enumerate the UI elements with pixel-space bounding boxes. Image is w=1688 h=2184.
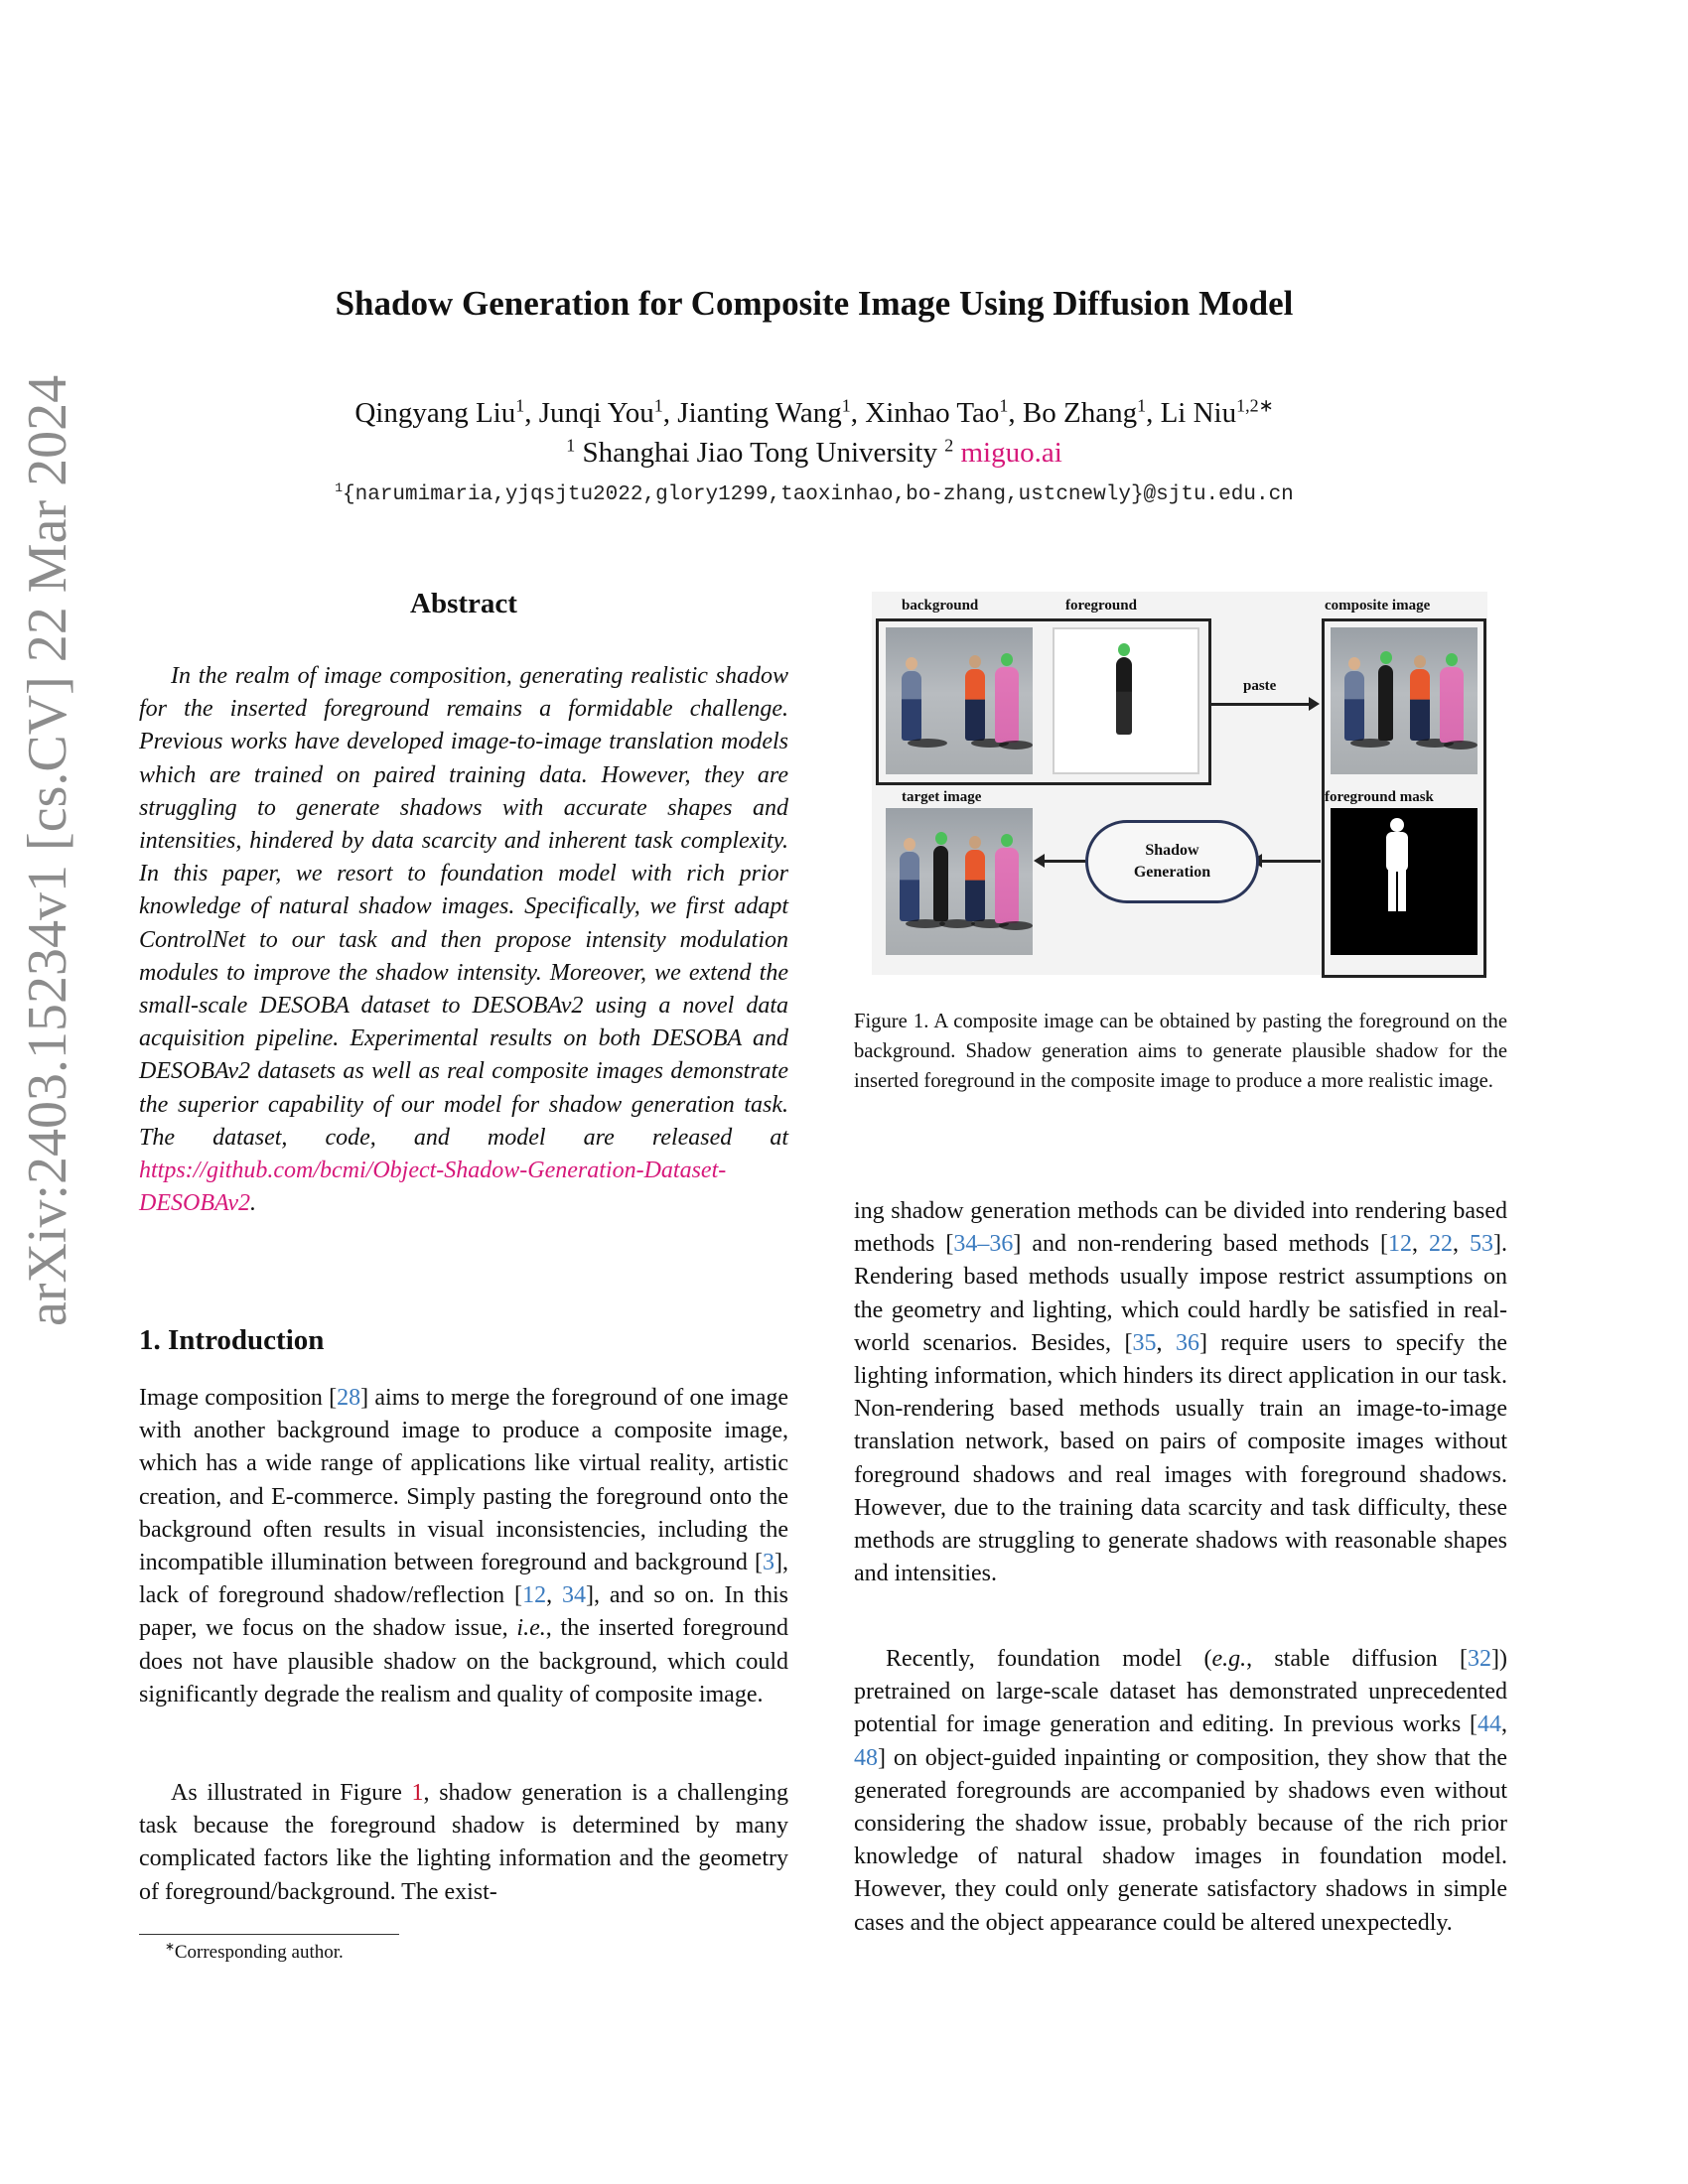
node-label-line: Shadow (1145, 842, 1199, 859)
affiliation-link[interactable]: miguo.ai (960, 437, 1062, 469)
email-affiliation-mark: 1 (335, 480, 344, 495)
author-affiliation-mark: 1 (841, 395, 851, 416)
section-heading-introduction: 1. Introduction (139, 1324, 325, 1356)
author-affiliation-mark: 1 (515, 395, 525, 416)
text-run: ]. Rendering based methods usually impos… (854, 1231, 1508, 1356)
foreground-mask (1331, 808, 1477, 955)
email-list: {narumimaria,yjqsjtu2022,glory1299,taoxi… (343, 483, 1294, 506)
abstract-text: In the realm of image composition, gener… (139, 663, 788, 1151)
text-run: , (546, 1582, 562, 1609)
composite-photo (1331, 627, 1477, 774)
text-run: Recently, foundation model ( (886, 1646, 1212, 1672)
text-run: ing shadow generation methods can be div… (854, 1198, 1507, 1258)
generator-to-target-arrow (1043, 860, 1085, 863)
arxiv-identifier-stamp: arXiv:2403.15234v1 [cs.CV] 22 Mar 2024 (17, 374, 78, 1326)
author-name: Xinhao Tao (865, 397, 1000, 429)
generator-to-target-arrowhead (1034, 854, 1045, 868)
node-label-line: Generation (1133, 864, 1211, 881)
mask-to-generator-arrow (1259, 860, 1321, 863)
abstract-end: . (249, 1190, 256, 1217)
text-run: Image composition [ (139, 1385, 338, 1411)
author-name: Li Niu (1160, 397, 1237, 429)
foreground-cutout (1053, 627, 1199, 774)
footnote-text: Corresponding author. (174, 1942, 344, 1963)
figure-label-background: background (902, 598, 979, 614)
figure-caption: Figure 1. A composite image can be obtai… (854, 1011, 1507, 1092)
text-run: As illustrated in Figure (171, 1780, 412, 1806)
text-run: ] require users to specify the lighting … (854, 1329, 1507, 1587)
footnote-divider (139, 1934, 399, 1935)
text-run: , stable diffusion [ (1246, 1646, 1469, 1672)
text-run: , (1156, 1329, 1176, 1356)
intro-paragraph-2: As illustrated in Figure 1, shadow gener… (139, 1777, 788, 1909)
target-photo (886, 808, 1033, 955)
citation-link[interactable]: 44 (1477, 1711, 1501, 1738)
abstract-heading: Abstract (410, 588, 517, 619)
text-run: , shadow generation is a challenging tas… (139, 1780, 788, 1905)
author-affiliation-mark: 1 (1137, 395, 1147, 416)
footnote: ∗Corresponding author. (165, 1940, 344, 1964)
figure-label-composite: composite image (1325, 598, 1431, 614)
paper-title: Shadow Generation for Composite Image Us… (335, 284, 1294, 323)
right-paragraph-1: ing shadow generation methods can be div… (854, 1195, 1507, 1590)
citation-link[interactable]: 12 (1387, 1231, 1412, 1258)
citation-link[interactable]: 28 (337, 1385, 361, 1411)
author-emails: 1{narumimaria,yjqsjtu2022,glory1299,taox… (0, 480, 1628, 510)
figure-label-foreground: foreground (1065, 598, 1137, 614)
author-name: Junqi You (538, 397, 654, 429)
affiliation-name: Shanghai Jiao Tong University (582, 437, 937, 469)
text-run: ], and so on. In this paper, we focus on… (139, 1582, 789, 1642)
author-list: Qingyang Liu1, Junqi You1, Jianting Wang… (354, 395, 1274, 429)
citation-link[interactable]: 3 (763, 1550, 774, 1576)
text-run-italic: e.g. (1211, 1646, 1247, 1672)
affiliation-mark: 2 (944, 435, 954, 456)
citation-link[interactable]: 32 (1468, 1646, 1492, 1672)
text-run-italic: i.e. (516, 1615, 546, 1642)
text-run: , the inserted foreground does not have … (139, 1615, 789, 1707)
composite-frame (1322, 618, 1486, 978)
author-name: Jianting Wang (677, 397, 842, 429)
citation-link[interactable]: 22 (1429, 1231, 1453, 1258)
text-run: , (1411, 1231, 1429, 1258)
text-run: ], lack of foreground shadow/reflection … (139, 1550, 788, 1609)
footnote-mark: ∗ (165, 1940, 175, 1954)
affiliations: 1 Shanghai Jiao Tong University 2 miguo.… (0, 433, 1628, 473)
author-affiliation-mark: 1 (999, 395, 1009, 416)
background-photo (886, 627, 1033, 774)
author-affiliation-mark: 1 (653, 395, 663, 416)
citation-link[interactable]: 12 (522, 1582, 547, 1609)
text-run: ] and non-rendering based methods [ (1013, 1231, 1388, 1258)
text-run: , (1453, 1231, 1471, 1258)
author-affiliation-mark: 1,2∗ (1236, 395, 1274, 416)
author-name: Bo Zhang (1022, 397, 1138, 429)
figure-1: background foreground composite image pa… (872, 592, 1487, 978)
paste-label: paste (1243, 678, 1277, 694)
paste-arrowhead (1309, 697, 1320, 711)
intro-paragraph-1: Image composition [28] aims to merge the… (139, 1382, 788, 1711)
citation-link[interactable]: 34–36 (953, 1231, 1014, 1258)
figure-label-target: target image (902, 789, 982, 805)
paste-arrow (1211, 703, 1313, 706)
citation-link[interactable]: 53 (1470, 1231, 1494, 1258)
citation-link[interactable]: 35 (1132, 1329, 1157, 1356)
text-run: ] aims to merge the foreground of one im… (139, 1385, 788, 1576)
input-group-frame (876, 618, 1211, 785)
citation-link[interactable]: 34 (561, 1582, 586, 1609)
abstract-body: In the realm of image composition, gener… (139, 660, 788, 1220)
dataset-link[interactable]: https://github.com/bcmi/Object-Shadow-Ge… (139, 1158, 727, 1217)
citation-link[interactable]: 36 (1175, 1329, 1199, 1356)
right-paragraph-2: Recently, foundation model (e.g., stable… (854, 1643, 1507, 1940)
figure-label-mask: foreground mask (1325, 789, 1434, 805)
text-run: ]) pretrained on large-scale dataset has… (854, 1646, 1508, 1738)
figure-reference-link[interactable]: 1 (411, 1780, 424, 1806)
author-name: Qingyang Liu (354, 397, 516, 429)
text-run: ] on object-guided inpainting or composi… (854, 1744, 1507, 1936)
citation-link[interactable]: 48 (854, 1744, 878, 1771)
text-run: , (1501, 1711, 1507, 1738)
affiliation-mark: 1 (566, 435, 576, 456)
